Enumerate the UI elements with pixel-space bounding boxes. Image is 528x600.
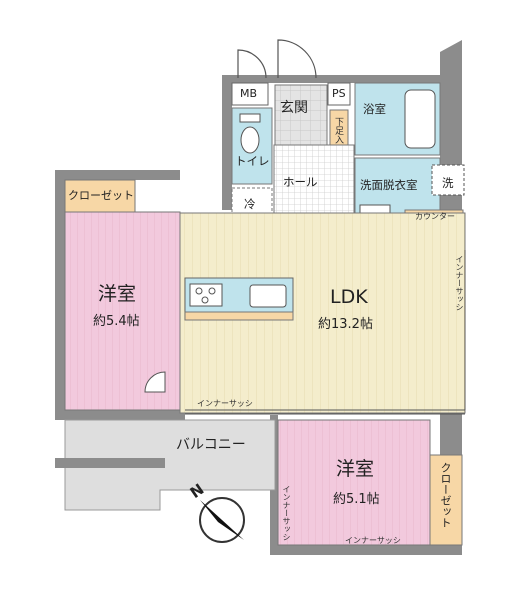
mb-label: MB: [240, 87, 258, 100]
entry-door[interactable]: [277, 39, 317, 79]
closet-right-label: クローゼット: [439, 462, 452, 528]
bedroom-right-floor: [277, 419, 431, 546]
balcony-label: バルコニー: [176, 437, 246, 453]
ldk-size: 約13.2帖: [318, 317, 373, 332]
ps-label: PS: [332, 87, 346, 100]
ps-box: [327, 82, 351, 106]
counter-label: カウンター: [415, 212, 455, 221]
fridge-label: 冷: [244, 197, 256, 211]
washroom-label: 洗面脱衣室: [360, 178, 418, 192]
bedroom-right-size: 約5.1帖: [333, 492, 380, 507]
getabako-label: 下足入: [333, 117, 343, 144]
hall-label: ホール: [283, 175, 318, 189]
balcony: [64, 419, 276, 511]
inner-sash-bottom-left: インナーサッシ: [197, 399, 253, 408]
inner-sash-vertical: インナーサッシ: [282, 485, 291, 541]
closet-right: [429, 454, 463, 546]
bedroom-left-label: 洋室: [98, 283, 137, 305]
compass: [199, 497, 245, 543]
toilet-label: トイレ: [235, 154, 270, 168]
washer-label: 洗: [442, 176, 454, 190]
inner-sash-right: インナーサッシ: [455, 255, 464, 311]
genkan-label: 玄関: [280, 100, 308, 116]
hall-floor: [273, 144, 355, 214]
mb-box: [231, 82, 269, 106]
genkan-floor: [274, 84, 328, 146]
closet-left-label: クローゼット: [68, 189, 134, 202]
closet-left: [64, 179, 136, 213]
bedroom-left-size: 約5.4帖: [93, 314, 140, 329]
inner-sash-bottom-right: インナーサッシ: [345, 536, 401, 545]
bedroom-right-label: 洋室: [336, 458, 375, 480]
ldk-label: LDK: [330, 286, 368, 308]
bath-label: 浴室: [363, 102, 386, 116]
